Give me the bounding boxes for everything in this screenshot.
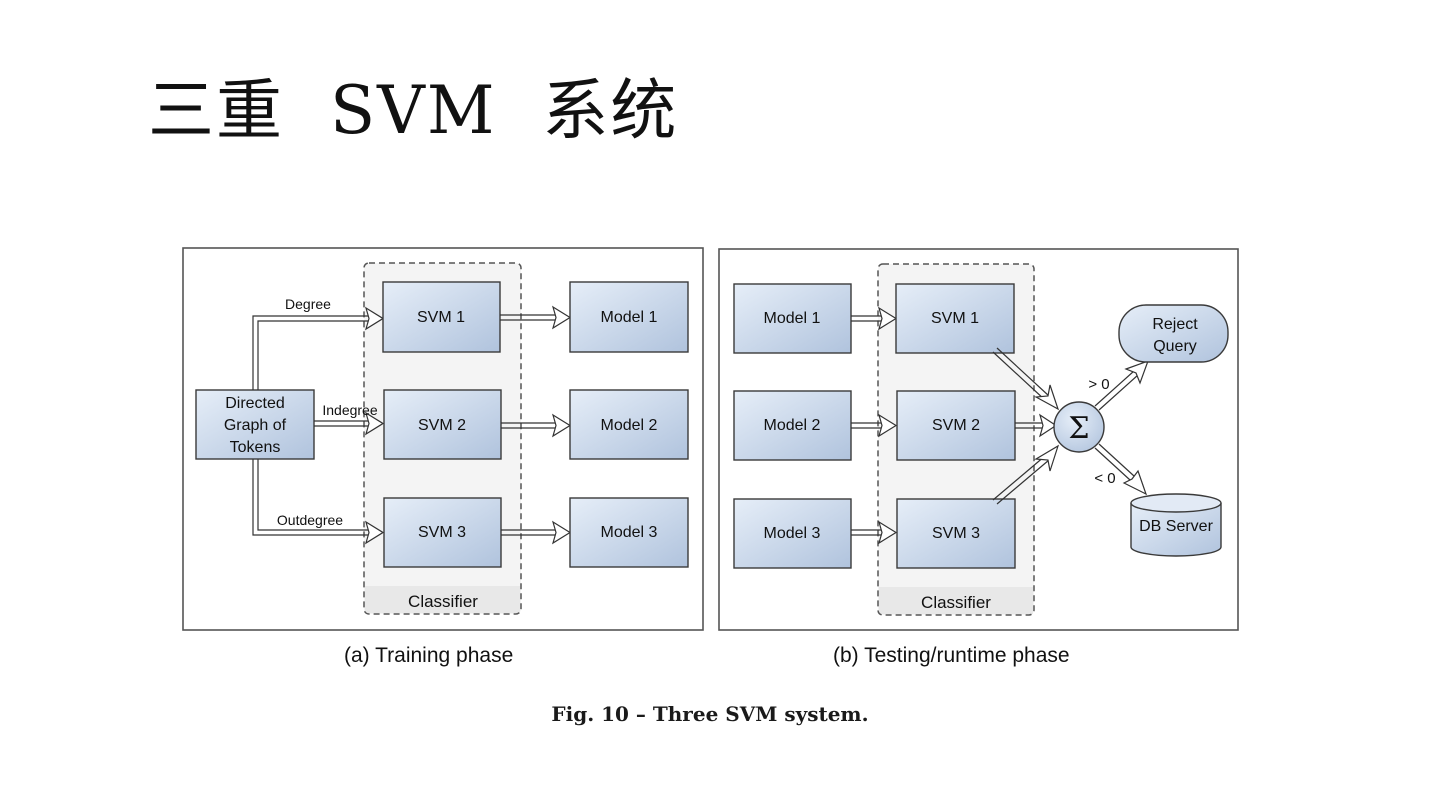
arrowhead-icon [364,411,385,436]
testing-model-2: Model 2 [733,390,852,461]
db-server-label: DB Server [1139,518,1213,535]
testing-svm-3: SVM 3 [896,498,1016,569]
training-svm-1-label: SVM 1 [417,309,465,326]
training-model-1-label: Model 1 [601,309,658,326]
testing-classifier-label: Classifier [921,593,991,612]
training-phase-caption: (a) Training phase [344,644,514,667]
training-source-arrowheads [364,306,385,545]
arrowhead-icon [1122,469,1148,496]
arrowhead-icon [1033,384,1060,411]
training-svm-3-label: SVM 3 [418,524,466,541]
positive-label: > 0 [1088,376,1109,393]
arrowhead-icon [364,306,385,331]
arrowhead-icon [364,520,385,545]
training-svm-2: SVM 2 [383,389,502,460]
db-server-node: DB Server [1130,493,1222,557]
edge-label-indegree: Indegree [322,402,377,418]
arrowhead-icon [877,306,898,331]
testing-svm-2-label: SVM 2 [932,417,980,434]
testing-model-1: Model 1 [733,283,852,354]
arrowhead-icon [1034,444,1060,472]
testing-model-3-label: Model 3 [764,525,821,542]
sum-node: Σ [1053,401,1105,453]
directed-graph-line-3: Tokens [230,439,281,456]
testing-svm-sum-arrowheads [1033,384,1060,472]
training-model-2: Model 2 [569,389,689,460]
training-source-connectors [252,315,368,536]
testing-sum-output-connectors [1094,370,1139,481]
testing-panel: Classifier Model 1 Model 2 Model 3 [718,248,1239,631]
training-model-2-label: Model 2 [601,417,658,434]
directed-graph-node: Directed Graph of Tokens [195,389,315,460]
reject-query-line-2: Query [1153,338,1197,355]
testing-model-svm-connectors [851,315,881,536]
arrowhead-icon [551,305,572,330]
training-svm-1: SVM 1 [382,281,501,353]
training-model-3: Model 3 [569,497,689,568]
training-svm-2-label: SVM 2 [418,417,466,434]
training-classifier-label: Classifier [408,592,478,611]
arrowhead-icon [1038,413,1058,438]
directed-graph-line-1: Directed [225,395,285,412]
edge-label-degree: Degree [285,296,331,312]
database-icon [1130,503,1222,557]
negative-label: < 0 [1094,470,1115,487]
arrowhead-icon [877,520,898,545]
figure-caption: Fig. 10 – Three SVM system. [551,702,869,726]
directed-graph-line-2: Graph of [224,417,287,434]
testing-svm-sum-connectors [992,347,1050,505]
arrowhead-icon [877,413,898,438]
testing-svm-2: SVM 2 [896,390,1016,461]
training-svm-model-arrowheads [551,305,572,545]
testing-svm-1: SVM 1 [895,283,1015,354]
training-model-1: Model 1 [569,281,689,353]
arrowhead-icon [551,413,572,438]
sigma-icon: Σ [1068,411,1089,446]
testing-svm-1-label: SVM 1 [931,310,979,327]
reject-query-node: Reject Query [1118,304,1229,363]
training-svm-model-connectors [500,314,556,536]
arrowhead-icon [551,520,572,545]
arrowhead-icon [1124,359,1150,385]
training-panel: Classifier Directed Graph of Tokens Deg [182,247,704,631]
testing-svm-3-label: SVM 3 [932,525,980,542]
reject-query-line-1: Reject [1152,316,1198,333]
slide-title: 三重 SVM 系统 [148,72,679,149]
training-model-3-label: Model 3 [601,524,658,541]
testing-phase-caption: (b) Testing/runtime phase [833,644,1070,667]
testing-model-3: Model 3 [733,498,852,569]
testing-model-svm-arrowheads [877,306,898,545]
edge-label-outdegree: Outdegree [277,512,343,528]
testing-model-1-label: Model 1 [764,310,821,327]
training-svm-3: SVM 3 [383,497,502,568]
testing-sum-output-arrowheads [1122,359,1150,496]
testing-model-2-label: Model 2 [764,417,821,434]
